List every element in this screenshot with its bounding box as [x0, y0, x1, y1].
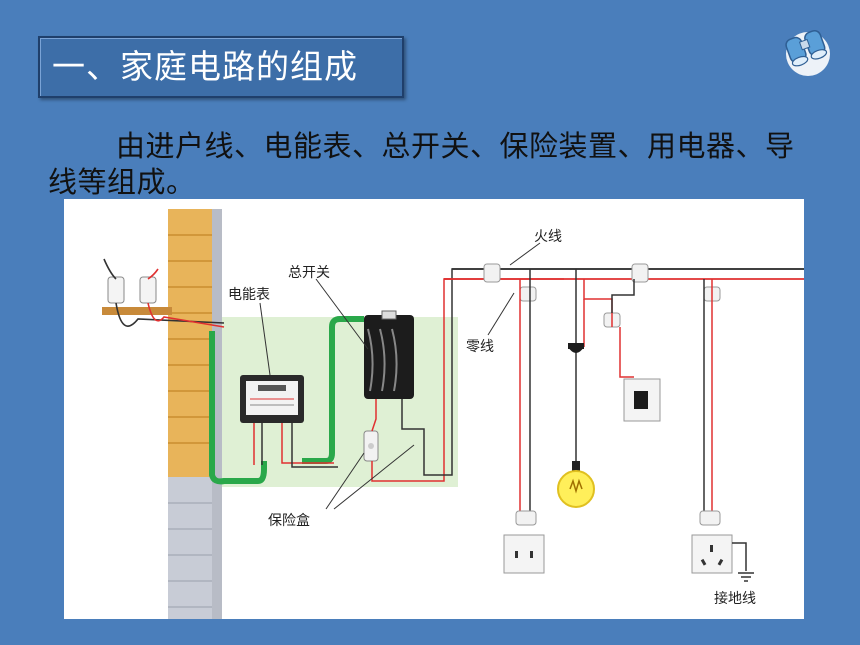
entry-cable: [209, 331, 267, 485]
socket-branch-1: [519, 269, 531, 517]
junctions: [483, 263, 721, 328]
label-main-switch: 总开关: [288, 265, 330, 281]
socket-branch-2: [703, 279, 713, 517]
title-box: 一、家庭电路的组成: [38, 36, 404, 98]
label-fuse-box: 保险盒: [268, 512, 310, 529]
label-pointers: [259, 242, 541, 510]
label-meter: 电能表: [228, 287, 270, 303]
electric-meter: [240, 375, 304, 423]
label-neutral-wire: 零线: [466, 339, 494, 355]
socket-1: [503, 510, 545, 574]
socket-2: [691, 510, 733, 574]
label-live-wire: 火线: [534, 229, 562, 245]
ground-wire: [732, 542, 754, 582]
light-bulb: [557, 461, 595, 508]
wall-switch: [623, 378, 661, 422]
ceiling-rose: [568, 343, 584, 353]
meter-wires: [253, 423, 338, 468]
slide-title: 一、家庭电路的组成: [52, 47, 358, 86]
entry-wires: [103, 258, 225, 328]
insulator-shelf: [102, 307, 172, 315]
label-ground-wire: 接地线: [714, 590, 756, 607]
lamp-branch: [575, 269, 635, 469]
circuit-diagram: 电能表 总开关 火线 零线 保险盒 接地线: [64, 199, 804, 619]
intro-paragraph: 由进户线、电能表、总开关、保险装置、用电器、导线等组成。: [48, 128, 818, 200]
brick-wall: [168, 209, 222, 619]
main-switch: [364, 310, 414, 399]
insulators: [107, 276, 157, 304]
fuse-box: [363, 430, 379, 462]
binoculars-icon[interactable]: [776, 20, 838, 76]
intro-text: 由进户线、电能表、总开关、保险装置、用电器、导线等组成。: [48, 129, 795, 199]
